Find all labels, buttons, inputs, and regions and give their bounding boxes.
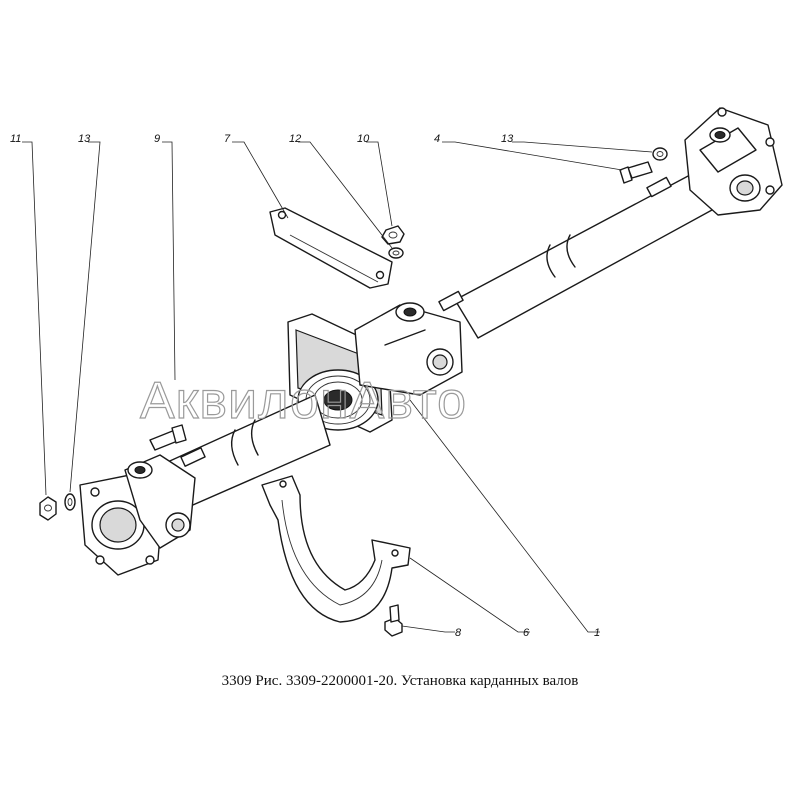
callout-13-front: 13 bbox=[78, 133, 91, 145]
nut-11 bbox=[39, 496, 57, 521]
front-flange-yoke bbox=[79, 454, 196, 576]
nut-10 bbox=[381, 225, 405, 245]
callout-13-rear: 13 bbox=[501, 133, 514, 145]
callout-7: 7 bbox=[224, 133, 231, 145]
callout-labels: 11 13 9 7 12 10 4 13 8 6 1 bbox=[10, 133, 600, 639]
callout-1: 1 bbox=[594, 627, 600, 639]
watermark-text: АквилонАвто bbox=[140, 372, 467, 430]
support-bracket bbox=[261, 475, 411, 623]
callout-4: 4 bbox=[434, 133, 440, 145]
washer-13-front bbox=[64, 493, 76, 511]
callout-9: 9 bbox=[154, 133, 160, 145]
rear-flange-yoke bbox=[684, 107, 783, 216]
bolt-4 bbox=[619, 161, 653, 184]
washer-13-rear bbox=[652, 147, 668, 161]
callout-8: 8 bbox=[455, 627, 462, 639]
rear-shaft bbox=[438, 174, 713, 339]
callout-12: 12 bbox=[289, 133, 301, 145]
callout-6: 6 bbox=[523, 627, 530, 639]
bolt-9 bbox=[149, 424, 187, 451]
leader-lines bbox=[22, 141, 653, 633]
plate bbox=[269, 207, 393, 289]
bolt-8 bbox=[384, 604, 403, 637]
callout-10: 10 bbox=[357, 133, 370, 145]
callout-11: 11 bbox=[10, 133, 21, 145]
washer-12 bbox=[388, 247, 404, 259]
middle-universal-joint bbox=[354, 302, 463, 396]
figure-caption: 3309 Рис. 3309-2200001-20. Установка кар… bbox=[221, 673, 579, 689]
